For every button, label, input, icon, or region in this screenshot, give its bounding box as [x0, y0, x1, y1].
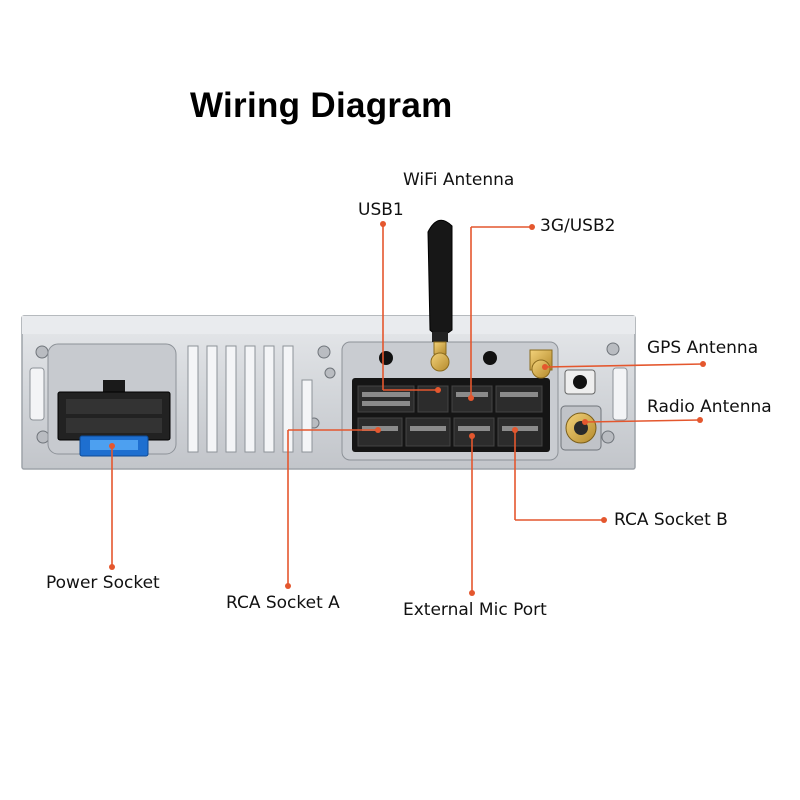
mount-slot-right — [612, 367, 628, 421]
label-rca-socket-b: RCA Socket B — [614, 510, 728, 530]
label-usb1: USB1 — [358, 200, 404, 220]
connector-ports — [357, 385, 543, 447]
label-radio-antenna: Radio Antenna — [647, 397, 772, 417]
callout-dots — [109, 221, 706, 596]
page-title: Wiring Diagram — [190, 86, 453, 125]
label-rca-socket-a: RCA Socket A — [226, 593, 340, 613]
power-socket-connector — [57, 380, 171, 457]
mount-slot-left — [29, 367, 45, 421]
label-wifi-antenna: WiFi Antenna — [403, 170, 515, 190]
label-external-mic-port: External Mic Port — [403, 600, 547, 620]
aux-port-icon — [564, 369, 596, 395]
label-3g-usb2: 3G/USB2 — [540, 216, 616, 236]
label-power-socket: Power Socket — [46, 573, 160, 593]
callout-lines — [111, 224, 704, 593]
label-gps-antenna: GPS Antenna — [647, 338, 759, 358]
wifi-antenna-icon — [427, 219, 453, 372]
gps-antenna-connector-icon — [529, 349, 553, 379]
vent-slots — [187, 345, 313, 453]
radio-antenna-socket-icon — [560, 405, 602, 451]
